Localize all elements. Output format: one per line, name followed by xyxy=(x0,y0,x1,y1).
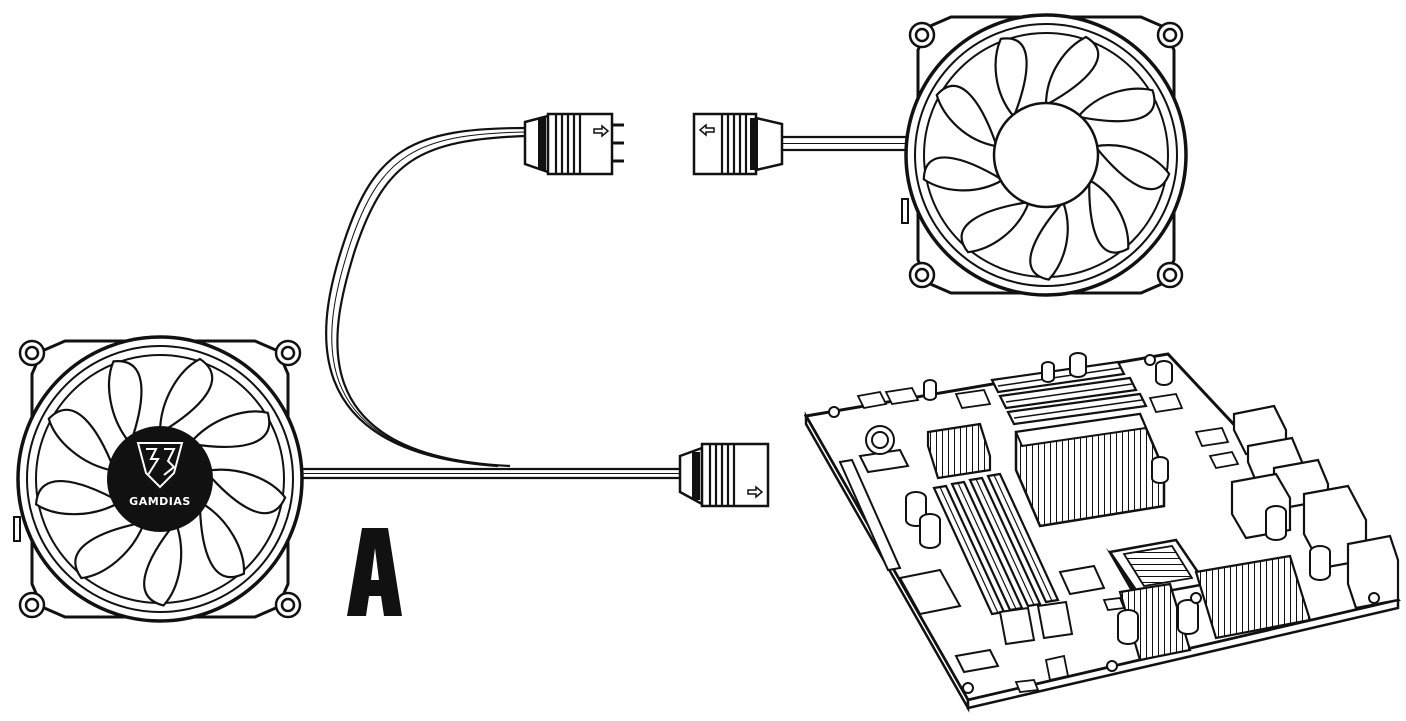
arrow-icon xyxy=(747,485,764,499)
gamdias-logo-icon xyxy=(136,442,184,489)
arrow-icon xyxy=(593,124,610,138)
connector-male-top xyxy=(523,112,624,176)
fan-icon: GAMDIAS xyxy=(13,335,304,623)
cable-icon xyxy=(298,126,910,480)
fan-brand-label: GAMDIAS xyxy=(129,495,191,508)
step-label: A xyxy=(347,528,402,616)
fan-icon xyxy=(901,13,1188,297)
arrow-icon xyxy=(698,123,715,137)
motherboard-icon xyxy=(803,352,1401,713)
connector-female-top xyxy=(692,112,784,176)
connector-female-bottom xyxy=(678,442,770,508)
